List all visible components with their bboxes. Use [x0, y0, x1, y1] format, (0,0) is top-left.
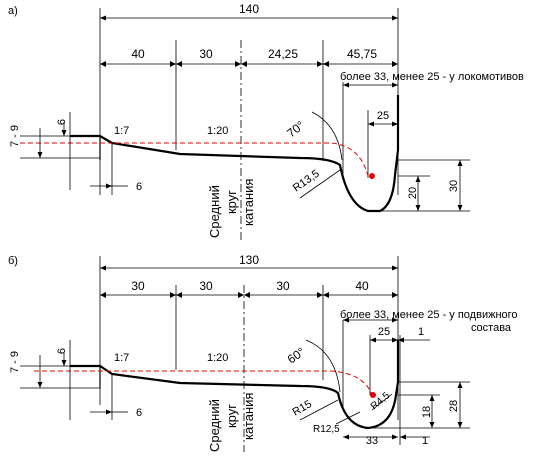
panel-a-dim-height-flange: 20 [407, 187, 419, 199]
panel-a-dim-seg3: 24,25 [268, 47, 298, 61]
panel-b-radius: R15 [291, 398, 314, 418]
panel-b-radius2: R12,5 [313, 424, 340, 435]
panel-a-wheel-profile [70, 95, 400, 213]
panel-b-dim-flange-base: 33 [366, 435, 378, 447]
panel-a-dim-height-total: 30 [448, 180, 460, 192]
panel-a-tag: а) [8, 5, 18, 17]
panel-a-note: более 33, менее 25 - у локомотивов [340, 71, 524, 83]
panel-b-dim-seg4: 40 [355, 279, 369, 293]
panel-b-circle-label-3: катания [241, 393, 256, 440]
panel-a-circle-label-2: круг [224, 190, 239, 214]
panel-a-slope2: 1:20 [207, 125, 228, 137]
panel-b-dim-seg2: 30 [199, 279, 213, 293]
panel-a-dim-flange-width: 25 [377, 110, 389, 122]
panel-a-dim-seg2: 30 [199, 47, 213, 61]
panel-a-dim-total: 140 [239, 2, 259, 16]
panel-a-chamfer-width: 6 [136, 181, 142, 193]
panel-b-slope1: 1:7 [114, 352, 129, 364]
panel-a-slope1: 1:7 [114, 125, 129, 137]
panel-a-circle-label-1: Средний [207, 185, 222, 238]
panel-a: а) 140 40 30 24,25 45,75 более 33, менее… [8, 2, 524, 240]
panel-b-tag: б) [8, 255, 18, 267]
panel-b-dim-seg1: 30 [131, 279, 145, 293]
panel-b-note-line2: состава [471, 322, 512, 334]
panel-a-dim-seg1: 40 [131, 47, 145, 61]
panel-a-circle-label-3: катания [241, 179, 256, 226]
panel-b: б) 130 30 30 30 40 более 33, менее 25 - … [8, 253, 518, 452]
panel-b-dim-height-flange: 18 [421, 406, 433, 418]
panel-b-circle-label-1: Средний [207, 399, 222, 452]
panel-a-angle: 70° [284, 118, 307, 140]
panel-a-dim-seg4: 45,75 [347, 47, 377, 61]
panel-b-angle: 60° [285, 344, 308, 366]
panel-b-dim-height-total: 28 [448, 400, 460, 412]
panel-a-radius: R13,5 [291, 168, 322, 195]
panel-b-circle-label-2: круг [224, 404, 239, 428]
panel-b-chamfer-height: 6 [56, 348, 68, 354]
panel-b-dim-seg3: 30 [276, 279, 290, 293]
panel-a-chamfer-range: 7 - 9 [9, 125, 21, 147]
panel-b-note-line1: более 33, менее 25 - у подвижного [340, 309, 518, 321]
panel-b-dim-total: 130 [239, 253, 259, 267]
panel-b-slope2: 1:20 [207, 352, 228, 364]
panel-b-chamfer-width: 6 [136, 407, 142, 419]
panel-b-chamfer-range: 7 - 9 [9, 351, 21, 373]
panel-a-chamfer-height: 6 [56, 119, 68, 125]
panel-b-dim-flange-bottom-offset: 1 [422, 435, 428, 447]
panel-b-wheel-profile [70, 340, 400, 430]
panel-b-dim-flange-top-offset: 1 [418, 326, 424, 338]
panel-b-dim-flange-width: 25 [378, 326, 390, 338]
